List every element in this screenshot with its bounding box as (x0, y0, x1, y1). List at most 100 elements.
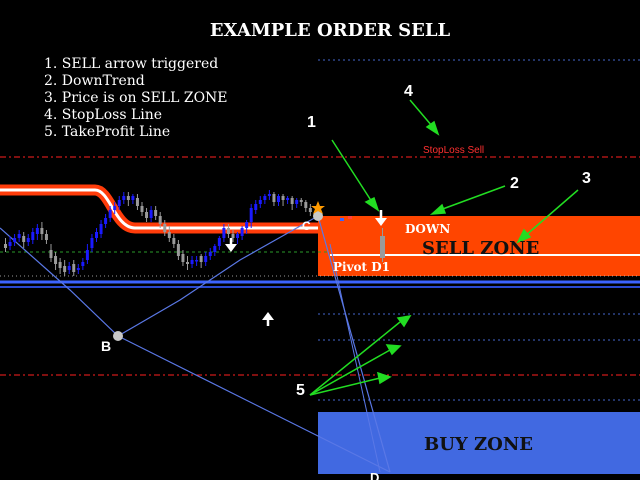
candle-body (272, 194, 276, 202)
candle-body (154, 210, 158, 216)
star-icon (311, 201, 325, 214)
legend-item: 5. TakeProfit Line (44, 124, 170, 140)
candle-body (190, 260, 194, 264)
candle-body (4, 244, 7, 248)
zigzag-line-b-d (117, 335, 391, 473)
candle-body (226, 228, 230, 234)
candle-body (131, 196, 135, 200)
candle-body (167, 232, 171, 238)
candle-body (149, 210, 153, 218)
candle-body (35, 228, 39, 234)
trend-band-inner (0, 188, 318, 230)
legend-item: 2. DownTrend (44, 73, 145, 89)
candle-body (140, 206, 144, 212)
callout-number-1: 1 (307, 114, 316, 131)
candle-body (199, 256, 203, 262)
candle-body (117, 200, 121, 206)
candle-body (17, 234, 21, 238)
candle-body (258, 200, 262, 204)
candle-body (222, 228, 226, 238)
candle-body (217, 238, 221, 246)
candle-body (304, 202, 308, 208)
zigzag-line-left (0, 215, 319, 337)
candle-body (240, 228, 244, 236)
legend-item: 3. Price is on SELL ZONE (44, 90, 228, 106)
candle-body (76, 268, 80, 270)
candle-body (63, 266, 67, 272)
candle-body (195, 260, 199, 262)
small-marks (340, 216, 352, 221)
candle-body (67, 266, 71, 270)
candle-body (90, 238, 94, 248)
candle-body (236, 234, 240, 238)
sell-zone-label: SELL ZONE (422, 238, 539, 259)
candle-body (85, 250, 89, 260)
stoploss-label: StopLoss Sell (423, 145, 484, 156)
candle-body (95, 232, 98, 238)
candle-body (72, 264, 76, 272)
candle-body (108, 210, 112, 218)
buy-zone-box (318, 412, 640, 474)
candle-body (54, 256, 58, 264)
candle-body (49, 250, 53, 258)
candle-body (58, 262, 62, 268)
candle-body (290, 198, 294, 204)
candle-body (104, 218, 108, 224)
candle-body (44, 234, 48, 240)
candle-body (13, 238, 17, 242)
candle-body (22, 236, 26, 242)
candle-body (308, 208, 312, 212)
candle-body (281, 196, 285, 200)
candle-body (299, 200, 303, 202)
candle-body (267, 194, 271, 196)
candle-body (122, 196, 126, 200)
candle-body (245, 222, 249, 228)
callout-number-3: 3 (582, 170, 591, 187)
candle-body (145, 212, 149, 218)
candles-group (4, 190, 312, 276)
candle-body (8, 242, 12, 246)
zigzag-line-c-d (317, 215, 391, 473)
candle-body (213, 246, 217, 252)
sell-arrow-icon (375, 210, 387, 226)
candle-body (204, 256, 208, 262)
legend-item: 4. StopLoss Line (44, 107, 162, 123)
candle-body (186, 262, 189, 264)
point-d-label: D (370, 470, 379, 480)
candle-body (263, 196, 267, 200)
buy-arrow-icon (262, 312, 274, 326)
point-b-label: B (101, 338, 111, 354)
candle-body (135, 198, 139, 206)
candle-body (249, 208, 253, 222)
candle-body (286, 198, 290, 200)
legend-list: 1. SELL arrow triggered 2. DownTrend 3. … (44, 56, 228, 140)
candle-body (181, 254, 185, 262)
candle-body (31, 232, 35, 240)
candle-body (176, 244, 180, 256)
candle-body (158, 216, 162, 224)
candle-body (172, 238, 176, 244)
callout-number-2: 2 (510, 175, 519, 192)
point-b-marker (113, 331, 123, 341)
legend-item: 1. SELL arrow triggered (44, 56, 218, 72)
down-label: DOWN (405, 222, 450, 236)
candle-body (163, 224, 167, 232)
candle-body (295, 200, 299, 204)
candle-body (254, 204, 258, 210)
candle-body (99, 224, 103, 234)
pivot-label: Pivot D1 (333, 260, 390, 274)
sell-arrow-icon-2 (225, 238, 237, 252)
buy-zone-label: BUY ZONE (424, 434, 533, 455)
candle-body (231, 234, 235, 238)
candle-body (81, 262, 85, 266)
candle-body (208, 252, 212, 256)
candle-body (113, 206, 117, 210)
point-c-marker (313, 211, 323, 221)
candle-body (26, 238, 30, 242)
sell-zone-box (318, 216, 640, 276)
point-c-label: C (302, 219, 311, 233)
callout-number-5: 5 (296, 382, 305, 399)
callout-arrows (309, 99, 579, 396)
